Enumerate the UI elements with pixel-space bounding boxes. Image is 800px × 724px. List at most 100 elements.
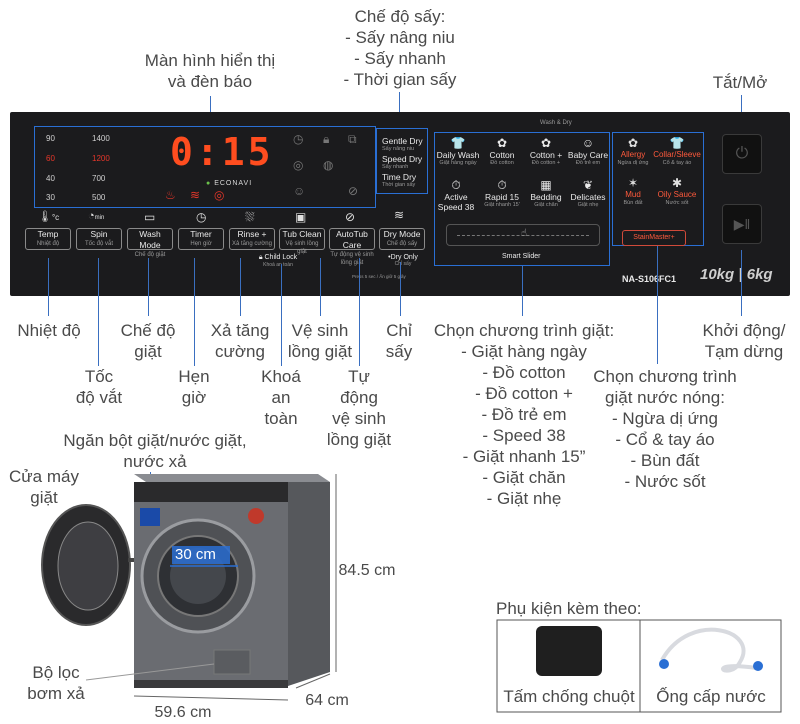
rodent-mat [536,626,602,676]
time-dry: Time Dry Thời gian sấy [382,172,417,188]
program-cotton-plus[interactable]: ✿Cotton +Đồ cotton + [529,136,563,166]
timer-icon: ◷ [196,210,207,224]
program-active-speed[interactable]: ⏱Active Speed 38 [437,178,475,212]
slider-hand-icon: ☝ [521,228,528,239]
depth-dimension-line [295,673,331,689]
timer-indicator-icon: ◷ [293,132,304,146]
wifi-badge [248,508,264,524]
auto-tub-icon: ⊘ [345,210,356,224]
ai-badge [140,508,160,526]
washer-control-strip [134,482,288,502]
child-lock-leader [281,264,282,366]
spin-700: 700 [92,174,106,183]
wash-dry-label: Wash & Dry [540,120,572,126]
door-dimension-box [172,546,230,564]
heat-icon: ♨ [165,188,176,202]
slider-track [457,235,589,236]
washer-body [134,474,330,688]
door-indicator-icon: ⧉ [348,132,357,146]
capacity-label: 10kg | 6kg [700,266,773,283]
tub-clean-icon: ▣ [295,210,307,224]
water-indicator-icon: ◎ [293,158,304,172]
hot-program-leader [657,246,658,364]
dry-mode-annotation: Chế độ sấy: - Sấy nâng niu - Sấy nhanh -… [343,7,457,89]
wash-mode-icon: ▭ [144,210,156,224]
temp-leader [48,258,49,316]
power-button[interactable]: ⏻ [722,134,762,174]
filter-cover [213,649,251,675]
display-leader [210,96,211,126]
accessories-title: Phụ kiện kèm theo: [496,599,642,618]
washer-top [134,474,330,482]
temp-40: 40 [46,174,55,183]
door-dimension-label: 30 cm [175,546,216,563]
hot-program-annotation: Chọn chương trình giặt nước nóng: - Ngừa… [593,367,737,491]
dry-only-label: •Dry Only Chỉ sấy [388,254,418,267]
hose-connector-right [753,661,763,671]
detergent-annotation: Ngăn bột giặt/nước giặt,nước xả [63,431,247,471]
timer-leader [194,258,195,366]
child-indicator-icon: ☺ [293,184,306,198]
filter-leader [85,663,215,681]
washer-side [288,482,330,686]
program-annotation: Chọn chương trình giặt: - Giặt hàng ngày… [433,321,615,508]
door-glass [57,521,119,611]
door-group [41,504,148,626]
width-dimension-line [133,695,289,701]
temp-60: 60 [46,154,55,163]
auto-tub-leader [359,258,360,366]
smart-slider-label: Smart Slider [502,253,541,260]
time-display: 0:15 [170,130,274,174]
econavi-logo: ● ECONAVI [206,180,253,187]
depth-dimension-label: 64 cm [305,692,349,709]
base-plate [134,680,288,688]
smart-slider[interactable]: ☝ [446,224,600,246]
steam-icon: ≋ [190,188,201,202]
swirl-icon: ◎ [214,188,225,202]
inlet-hose [660,627,757,673]
hose-connector-left [659,659,669,669]
start-pause-button[interactable]: ▶‖ [722,204,762,244]
spin-1400: 1400 [92,134,110,143]
start-leader [741,250,742,316]
child-lock-label: 🔒︎ Child Lock Khoá an toàn [258,254,298,268]
display-annotation: Màn hình hiển thị và đèn báo [144,51,276,91]
accessory-hose-label: Ống cấp nước [656,687,766,706]
dry-only-leader [400,262,401,316]
model-label: NA-S106FC1 [622,274,677,284]
tub-clean-leader [320,258,321,316]
rinse-button[interactable]: Rinse +Xả tăng cường [229,228,275,250]
temp-icon: 🌡︎°c [38,211,60,223]
height-dimension-label: 84.5 cm [338,562,396,579]
econavi-dot-icon: ● [206,180,215,187]
stainmaster-button[interactable]: StainMaster+ [622,230,686,246]
dry-mode-icon: ≋ [394,208,405,222]
width-dimension-label: 59.6 cm [154,704,212,721]
tub-indicator-icon: ⊘ [348,184,359,198]
